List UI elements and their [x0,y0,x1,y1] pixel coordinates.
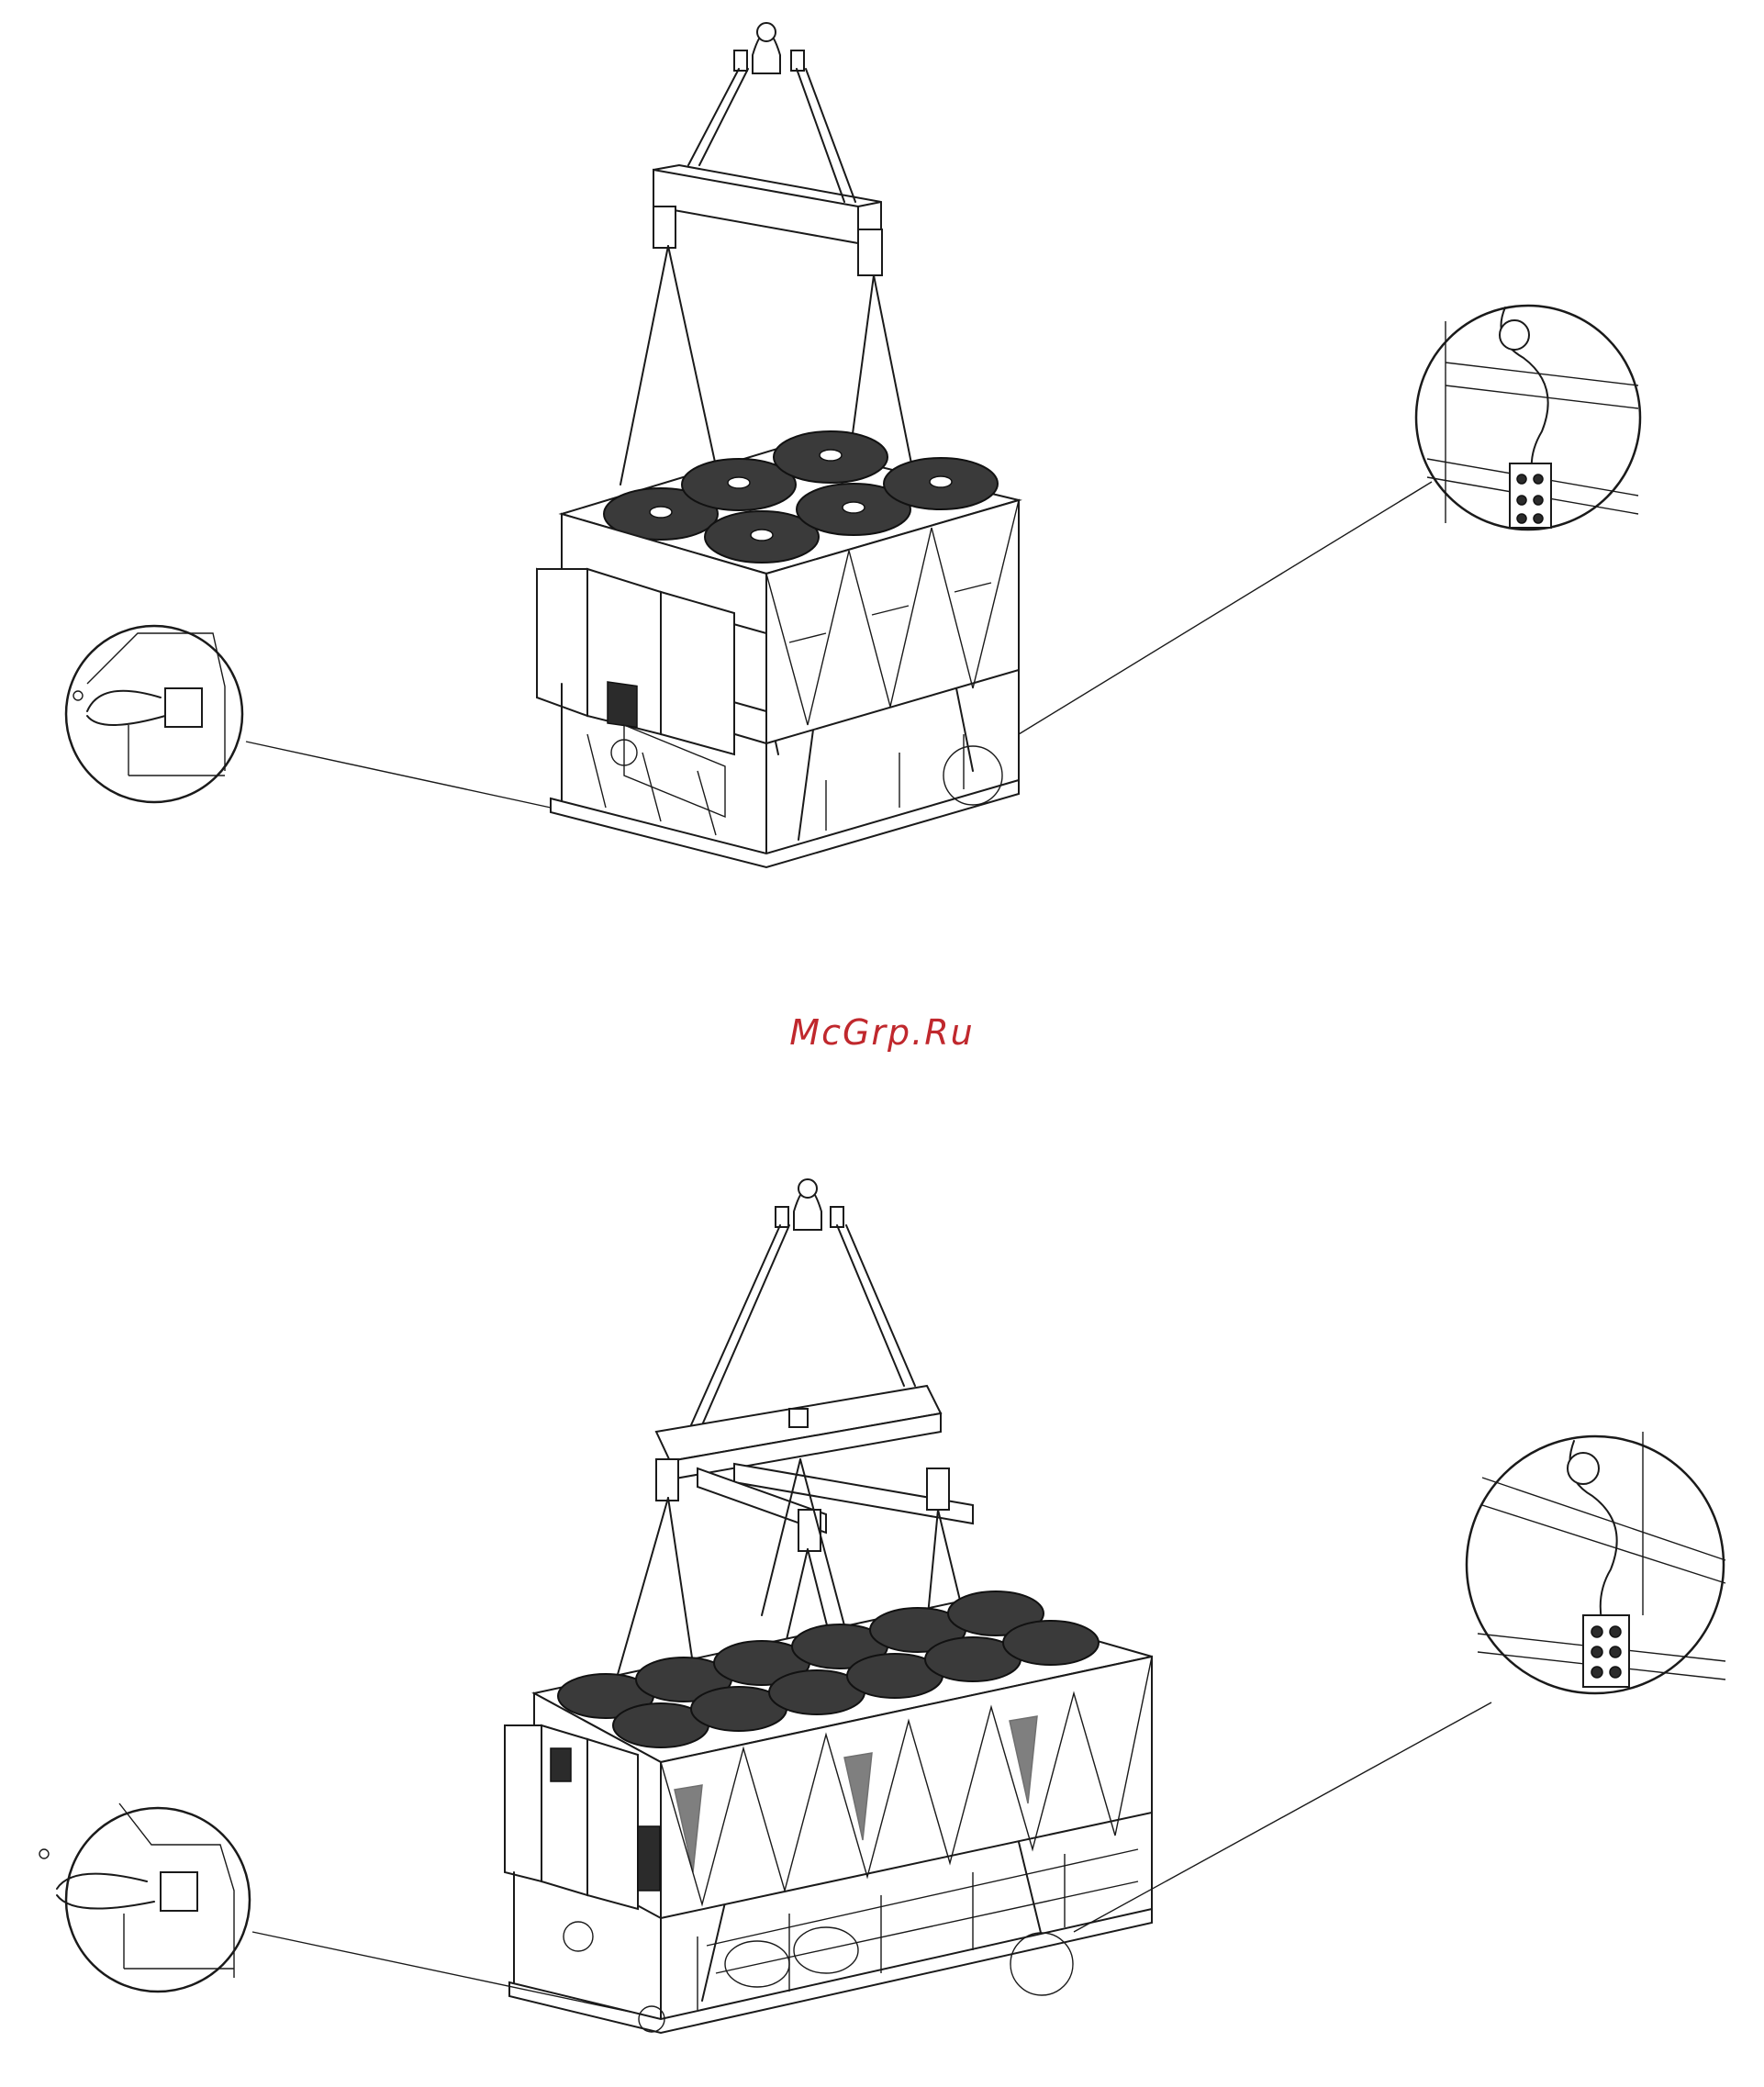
bottom-figure [39,1179,1725,2033]
top-unit [537,431,1019,867]
top-detail-left [66,626,551,808]
top-detail-right [943,306,1640,805]
top-lifting-eye [734,23,804,73]
top-figure [66,23,1640,867]
bottom-lifting-eye [776,1179,843,1230]
bottom-unit [505,1591,1152,2033]
bottom-spreader-frame [656,1386,973,1551]
watermark-text: McGrp.Ru [0,1005,1764,1060]
